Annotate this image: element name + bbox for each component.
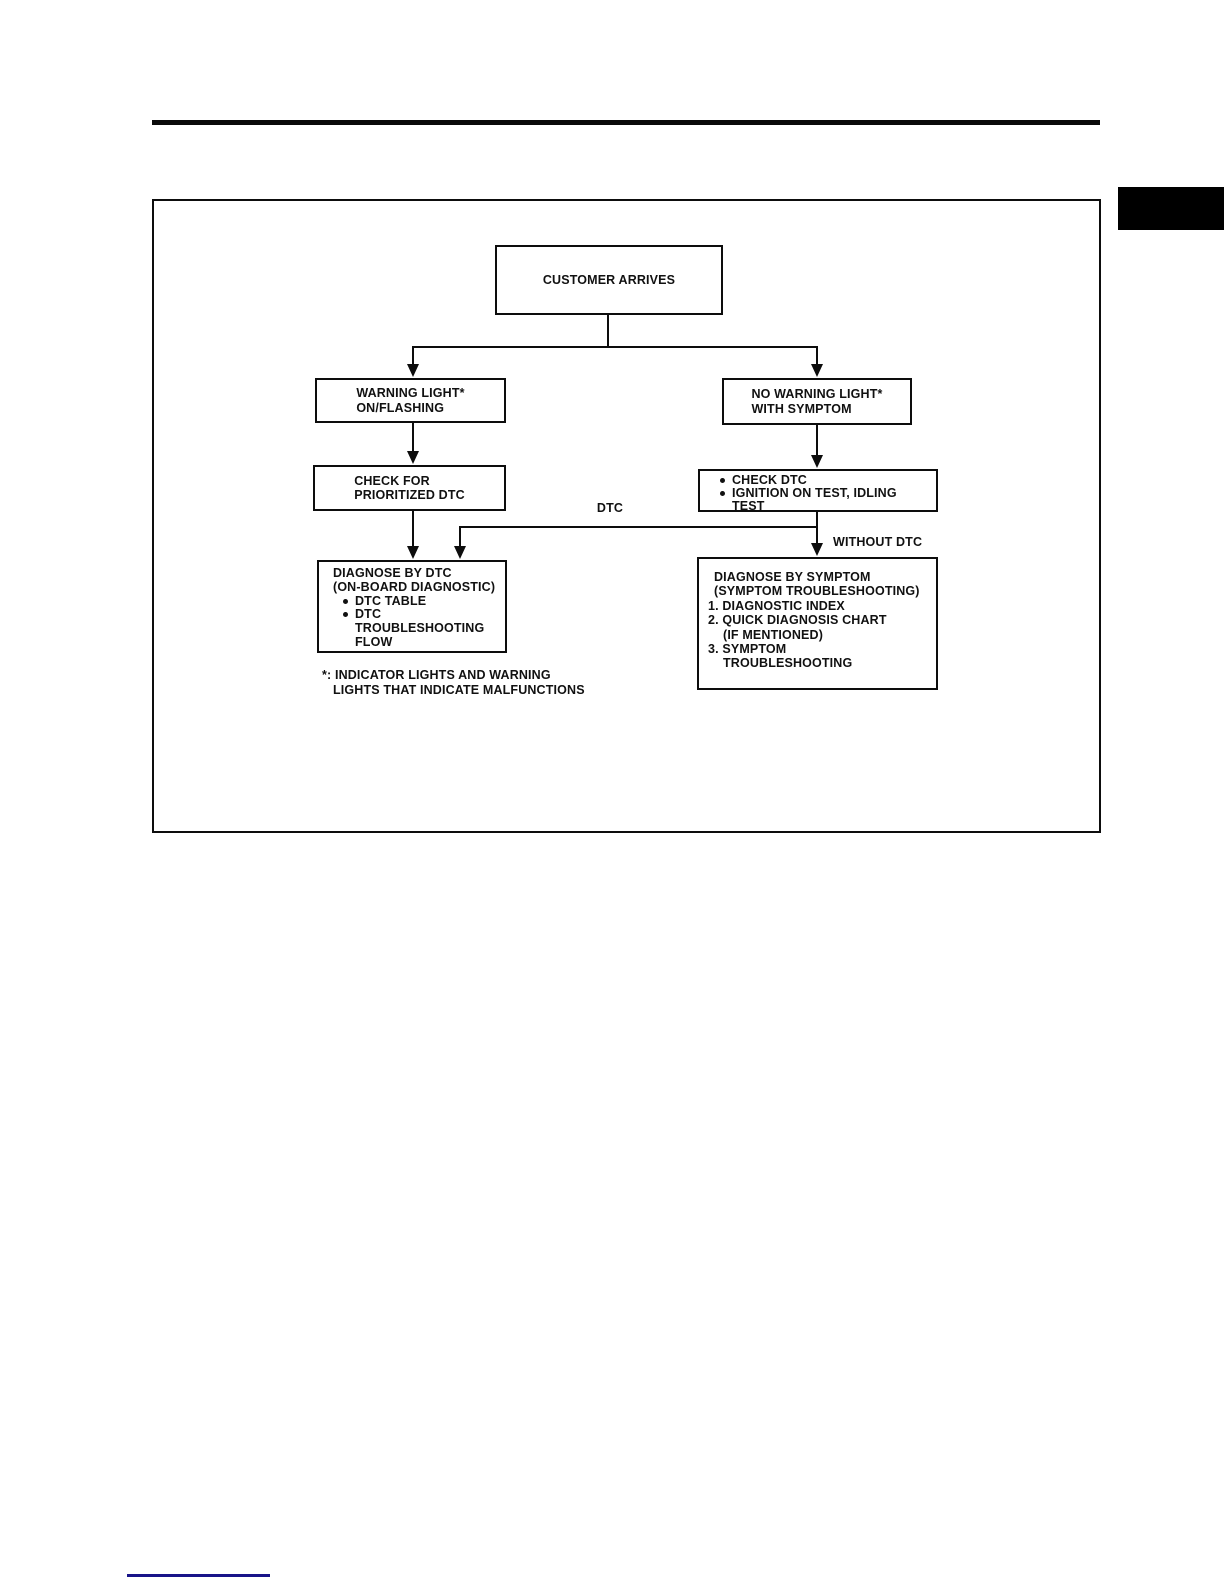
bullet-icon: [343, 612, 348, 618]
node-line: PRIORITIZED DTC: [354, 488, 465, 502]
node-line: CHECK FOR: [354, 473, 430, 488]
node-line: ON/FLASHING: [356, 400, 445, 415]
flow-node-warning-light: WARNING LIGHT* ON/FLASHING: [315, 378, 506, 423]
node-line: TEST: [732, 499, 765, 513]
connector-line: [607, 314, 609, 348]
connector-line: [412, 510, 414, 548]
flow-node-no-warning-light: NO WARNING LIGHT* WITH SYMPTOM: [722, 378, 912, 425]
node-line: TROUBLESHOOTING: [355, 621, 485, 636]
edge-label-dtc: DTC: [596, 501, 624, 515]
connector-line: [816, 346, 818, 366]
node-line: 2. QUICK DIAGNOSIS CHART: [708, 613, 887, 628]
connector-line: [816, 511, 818, 545]
arrowhead-down-icon: [811, 455, 823, 468]
node-label: CUSTOMER ARRIVES: [542, 272, 676, 287]
arrowhead-down-icon: [454, 546, 466, 559]
flow-node-check-dtc: CHECK DTC IGNITION ON TEST, IDLING TEST: [698, 469, 938, 513]
flow-node-diagnose-by-dtc: DIAGNOSE BY DTC (ON-BOARD DIAGNOSTIC) DT…: [317, 560, 507, 653]
flow-node-diagnose-by-symptom: DIAGNOSE BY SYMPTOM (SYMPTOM TROUBLESHOO…: [697, 557, 938, 690]
edge-label-without-dtc: WITHOUT DTC: [833, 535, 923, 549]
node-line: (SYMPTOM TROUBLESHOOTING): [714, 584, 920, 599]
connector-line: [412, 346, 414, 366]
bullet-icon: [343, 598, 348, 604]
node-line: 1. DIAGNOSTIC INDEX: [708, 598, 845, 613]
node-line: (IF MENTIONED): [723, 627, 824, 642]
connector-line: [459, 526, 818, 528]
node-line: WARNING LIGHT*: [356, 386, 465, 400]
arrowhead-down-icon: [407, 546, 419, 559]
section-tab-marker: [1118, 187, 1224, 230]
node-line: DTC TABLE: [355, 593, 427, 608]
node-line: WITH SYMPTOM: [751, 401, 852, 416]
footnote-line: *: INDICATOR LIGHTS AND WARNING: [322, 668, 551, 682]
connector-line: [459, 526, 461, 548]
node-line: 3. SYMPTOM: [708, 642, 787, 657]
flow-node-customer-arrives: CUSTOMER ARRIVES: [495, 245, 723, 315]
node-line: TROUBLESHOOTING: [723, 656, 853, 671]
connector-line: [816, 425, 818, 457]
node-line: (ON-BOARD DIAGNOSTIC): [333, 579, 496, 594]
node-line: DIAGNOSE BY DTC: [333, 566, 452, 580]
header-rule: [152, 120, 1100, 125]
footnote: *: INDICATOR LIGHTS AND WARNING LIGHTS T…: [322, 668, 585, 699]
node-line: DTC: [355, 607, 382, 622]
node-line: FLOW: [355, 634, 393, 649]
footer-link-underline[interactable]: [127, 1574, 270, 1577]
footnote-line: LIGHTS THAT INDICATE MALFUNCTIONS: [333, 683, 585, 698]
flow-node-check-prioritized-dtc: CHECK FOR PRIORITIZED DTC: [313, 465, 506, 511]
connector-line: [412, 422, 414, 453]
arrowhead-down-icon: [407, 451, 419, 464]
node-line: CHECK DTC: [732, 473, 807, 487]
arrowhead-down-icon: [811, 543, 823, 556]
bullet-icon: [720, 491, 725, 496]
arrowhead-down-icon: [811, 364, 823, 377]
arrowhead-down-icon: [407, 364, 419, 377]
node-line: DIAGNOSE BY SYMPTOM: [714, 570, 871, 584]
node-line: IGNITION ON TEST, IDLING: [732, 486, 897, 500]
bullet-icon: [720, 478, 725, 483]
node-line: NO WARNING LIGHT*: [751, 387, 883, 401]
connector-line: [412, 346, 818, 348]
